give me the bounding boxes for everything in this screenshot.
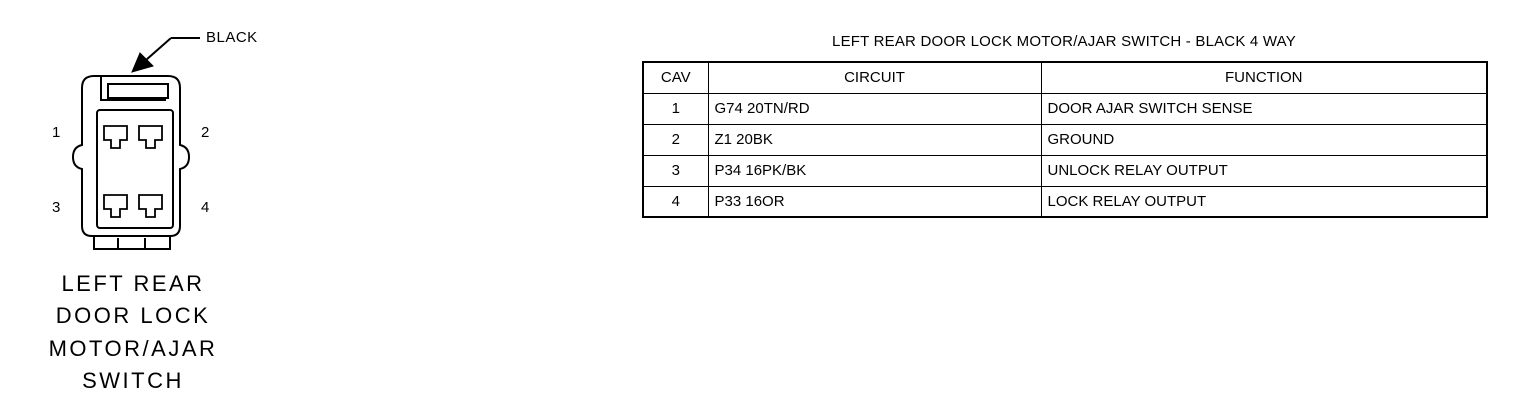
pin-label-1: 1 [52, 124, 61, 141]
cell-cav: 1 [642, 92, 709, 125]
pin-label-4: 4 [201, 199, 210, 216]
connector-color-label: BLACK [206, 29, 258, 46]
header-circuit: CIRCUIT [707, 61, 1042, 94]
table-row: 2 Z1 20BK GROUND [642, 123, 1488, 156]
connector-drawing [71, 37, 200, 250]
connector-diagram: BLACK 1 2 3 4 LEFT REAR DOOR LOCK MOTOR/… [0, 0, 300, 414]
cell-cav: 2 [642, 123, 709, 156]
cell-circuit: P34 16PK/BK [707, 154, 1042, 187]
pin-label-3: 3 [52, 199, 61, 216]
table-header-row: CAV CIRCUIT FUNCTION [642, 61, 1488, 94]
table-row: 3 P34 16PK/BK UNLOCK RELAY OUTPUT [642, 154, 1488, 187]
connector-housing [71, 75, 191, 250]
cell-circuit: P33 16OR [707, 185, 1042, 218]
pin-label-2: 2 [201, 124, 210, 141]
terminal-cavity-4 [138, 194, 163, 218]
table-title: LEFT REAR DOOR LOCK MOTOR/AJAR SWITCH - … [832, 33, 1296, 50]
terminal-cavity-1 [103, 125, 128, 149]
table-row: 4 P33 16OR LOCK RELAY OUTPUT [642, 185, 1488, 218]
connector-caption-line-2: DOOR LOCK [55, 303, 211, 328]
cell-function: LOCK RELAY OUTPUT [1040, 185, 1488, 218]
cell-cav: 4 [642, 185, 709, 218]
connector-caption-line-1: LEFT REAR [61, 271, 205, 296]
terminal-cavity-2 [138, 125, 163, 149]
cell-circuit: Z1 20BK [707, 123, 1042, 156]
cell-function: GROUND [1040, 123, 1488, 156]
cell-cav: 3 [642, 154, 709, 187]
terminal-cavity-3 [103, 194, 128, 218]
connector-caption-line-4: SWITCH [82, 368, 184, 393]
pinout-table: CAV CIRCUIT FUNCTION 1 G74 20TN/RD DOOR … [642, 61, 1488, 218]
cell-function: DOOR AJAR SWITCH SENSE [1040, 92, 1488, 125]
header-function: FUNCTION [1040, 61, 1488, 94]
table-row: 1 G74 20TN/RD DOOR AJAR SWITCH SENSE [642, 92, 1488, 125]
color-leader-arrow [131, 37, 200, 73]
cell-function: UNLOCK RELAY OUTPUT [1040, 154, 1488, 187]
connector-caption-line-3: MOTOR/AJAR [48, 336, 218, 361]
cell-circuit: G74 20TN/RD [707, 92, 1042, 125]
header-cav: CAV [642, 61, 709, 94]
